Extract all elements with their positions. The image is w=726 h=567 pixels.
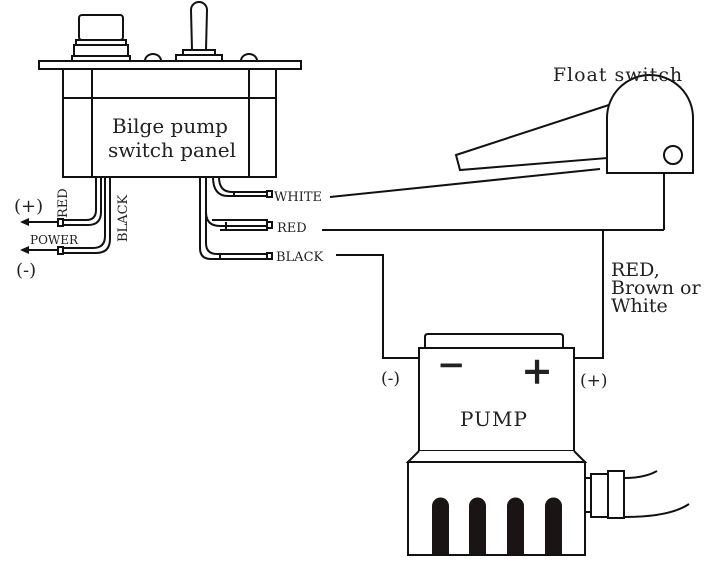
pump-shoulder bbox=[405, 450, 588, 463]
switch-panel: Bilge pump switch panel bbox=[38, 1, 302, 178]
red-wire-label: RED bbox=[56, 188, 71, 218]
pump-top-body bbox=[418, 347, 575, 452]
panel-body bbox=[62, 68, 277, 178]
pump-plus-symbol: + bbox=[521, 348, 553, 393]
panel-screw-right bbox=[239, 53, 259, 62]
white-wire bbox=[329, 168, 601, 198]
pump-minus-symbol: − bbox=[437, 345, 466, 385]
power-wires: (+) (-) POWER RED BLACK bbox=[14, 177, 131, 281]
float-wire-note-line2: Brown or bbox=[611, 277, 701, 299]
float-arm bbox=[454, 100, 620, 172]
power-label: POWER bbox=[30, 233, 79, 247]
pump-negative-terminal-label: (-) bbox=[381, 369, 400, 389]
float-wire-note-line3: White bbox=[611, 295, 668, 317]
float-switch: Float switch bbox=[454, 64, 694, 174]
arrow-left-icon bbox=[20, 246, 29, 254]
circuit-breaker-button bbox=[71, 14, 131, 62]
pump-cap bbox=[424, 333, 564, 348]
mounting-plate bbox=[38, 60, 302, 70]
toggle-switch bbox=[175, 1, 223, 62]
panel-label-line1: Bilge pump bbox=[112, 114, 228, 138]
arrow-left-icon bbox=[20, 218, 29, 226]
pump-positive-terminal-label: (+) bbox=[580, 371, 608, 391]
power-negative-label: (-) bbox=[16, 260, 36, 281]
float-switch-label: Float switch bbox=[553, 64, 683, 86]
outlet-hose-lower bbox=[623, 503, 690, 518]
panel-label-line2: switch panel bbox=[108, 138, 236, 162]
pump-label: PUMP bbox=[460, 407, 528, 431]
pump: − + PUMP (-) (+) bbox=[381, 333, 690, 556]
float-pivot-icon bbox=[663, 145, 683, 165]
float-wire-note-line1: RED, bbox=[611, 259, 660, 281]
panel-screw-left bbox=[143, 53, 163, 62]
black-wire bbox=[336, 254, 419, 359]
black-wire-label: BLACK bbox=[116, 194, 131, 242]
power-positive-label: (+) bbox=[14, 196, 43, 217]
pump-intake-slots bbox=[432, 497, 562, 554]
output-wires: WHITE RED BLACK bbox=[199, 176, 324, 265]
white-wire-label: WHITE bbox=[274, 190, 322, 205]
red-wire-label-out: RED bbox=[277, 221, 307, 236]
outlet-fitting bbox=[590, 473, 609, 518]
black-wire-label-out: BLACK bbox=[276, 250, 324, 265]
outlet-hose-upper bbox=[623, 470, 658, 479]
pump-positive-wire bbox=[574, 230, 604, 359]
